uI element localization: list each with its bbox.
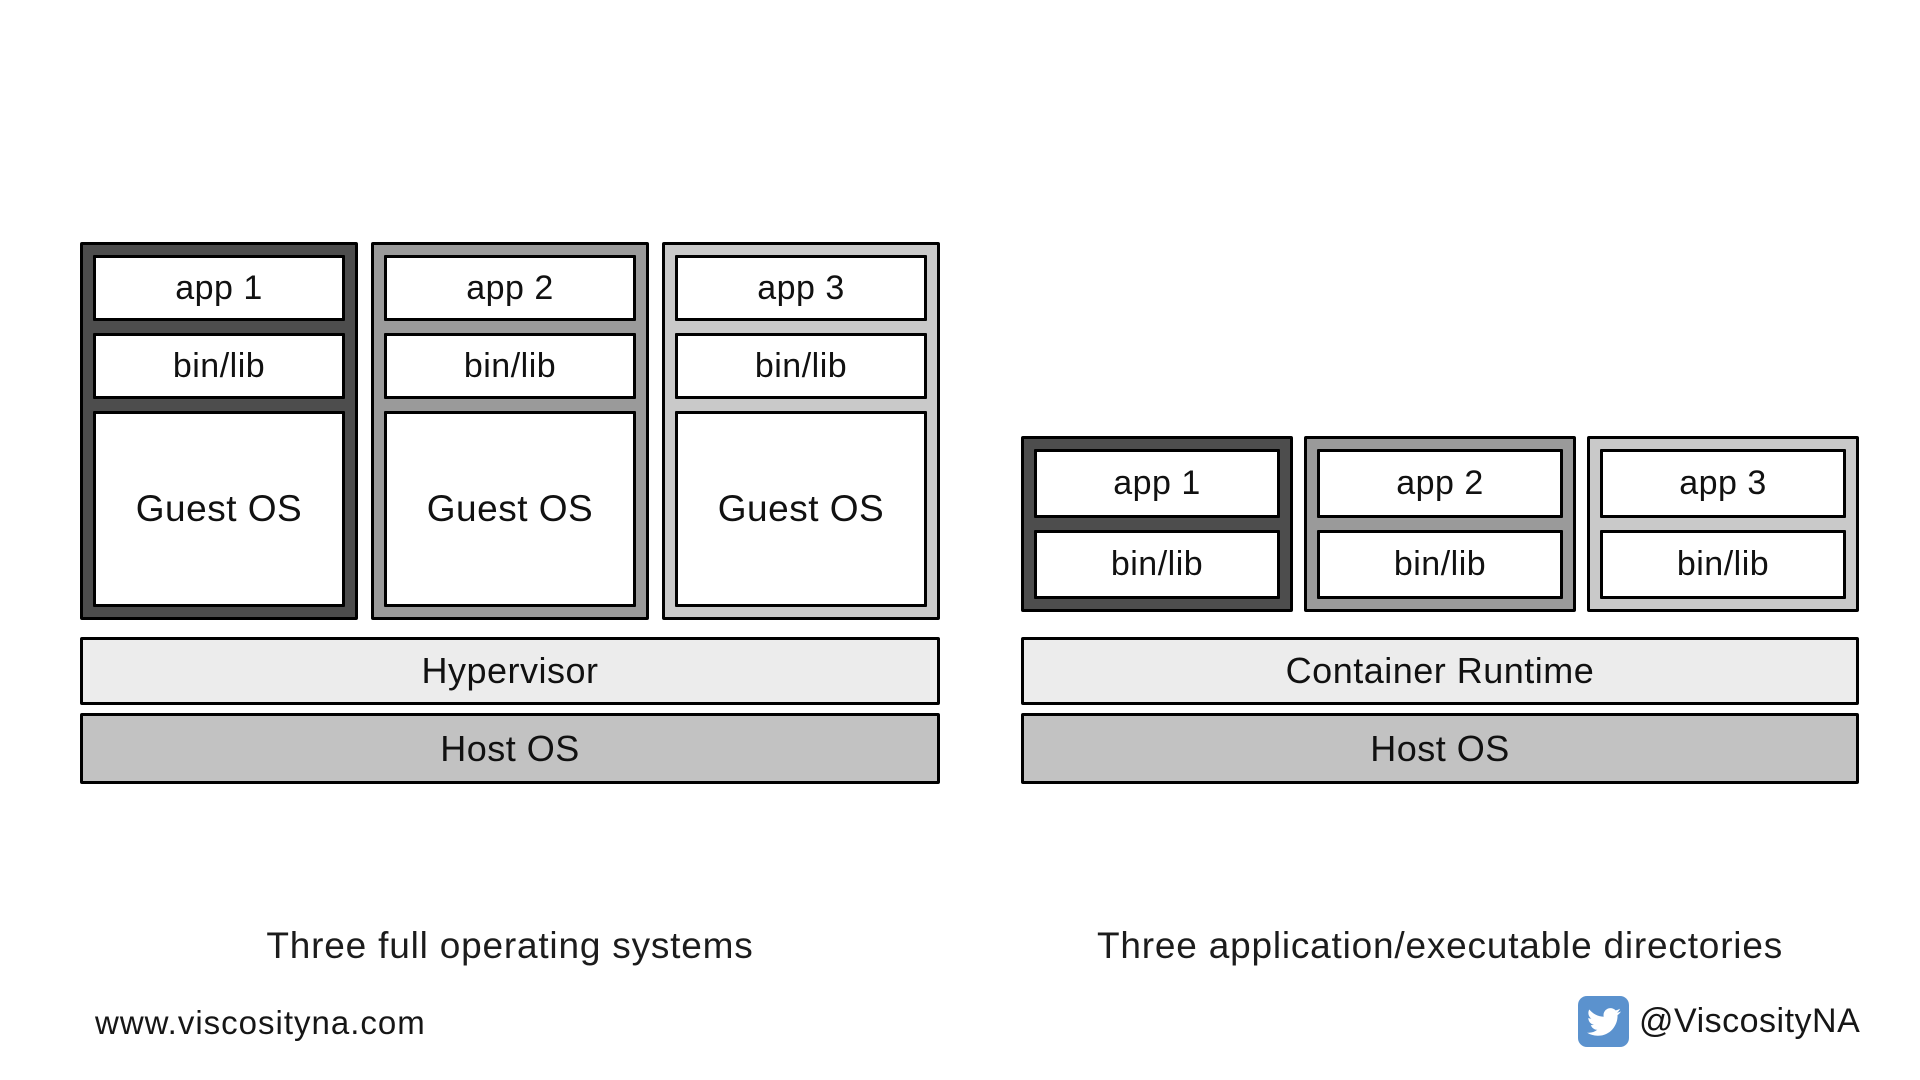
twitter-handle: @ViscosityNA (1639, 1002, 1861, 1040)
vm3-app-box: app 3 (675, 255, 927, 321)
vm2-app-box: app 2 (384, 255, 636, 321)
vm3-guest-os-box: Guest OS (675, 411, 927, 607)
host-os-bar-right: Host OS (1021, 713, 1859, 784)
container-stack-1: app 1 bin/lib (1021, 436, 1293, 612)
vm1-binlib-box: bin/lib (93, 333, 345, 399)
vm-stack-1: app 1 bin/lib Guest OS (80, 242, 358, 620)
container1-app-box: app 1 (1034, 449, 1280, 518)
website-url: www.viscosityna.com (95, 1004, 426, 1041)
container-stacks-row: app 1 bin/lib app 2 bin/lib app 3 bin/li… (1021, 436, 1859, 612)
vm-caption: Three full operating systems (266, 925, 754, 966)
vm2-guest-os-box: Guest OS (384, 411, 636, 607)
vm1-app-box: app 1 (93, 255, 345, 321)
container3-app-box: app 3 (1600, 449, 1846, 518)
vm-stack-3: app 3 bin/lib Guest OS (662, 242, 940, 620)
container-stack-3: app 3 bin/lib (1587, 436, 1859, 612)
container2-binlib-box: bin/lib (1317, 530, 1563, 599)
hypervisor-bar: Hypervisor (80, 637, 940, 705)
twitter-bird-icon (1578, 996, 1629, 1047)
container2-app-box: app 2 (1317, 449, 1563, 518)
container3-binlib-box: bin/lib (1600, 530, 1846, 599)
container1-binlib-box: bin/lib (1034, 530, 1280, 599)
vm-stack-2: app 2 bin/lib Guest OS (371, 242, 649, 620)
vm1-guest-os-box: Guest OS (93, 411, 345, 607)
vm3-binlib-box: bin/lib (675, 333, 927, 399)
container-runtime-bar: Container Runtime (1021, 637, 1859, 705)
vm2-binlib-box: bin/lib (384, 333, 636, 399)
twitter-badge: @ViscosityNA (1578, 996, 1860, 1047)
container-stack-2: app 2 bin/lib (1304, 436, 1576, 612)
vm-stacks-row: app 1 bin/lib Guest OS app 2 bin/lib Gue… (80, 242, 940, 620)
host-os-bar-left: Host OS (80, 713, 940, 784)
container-caption: Three application/executable directories (1096, 925, 1784, 966)
